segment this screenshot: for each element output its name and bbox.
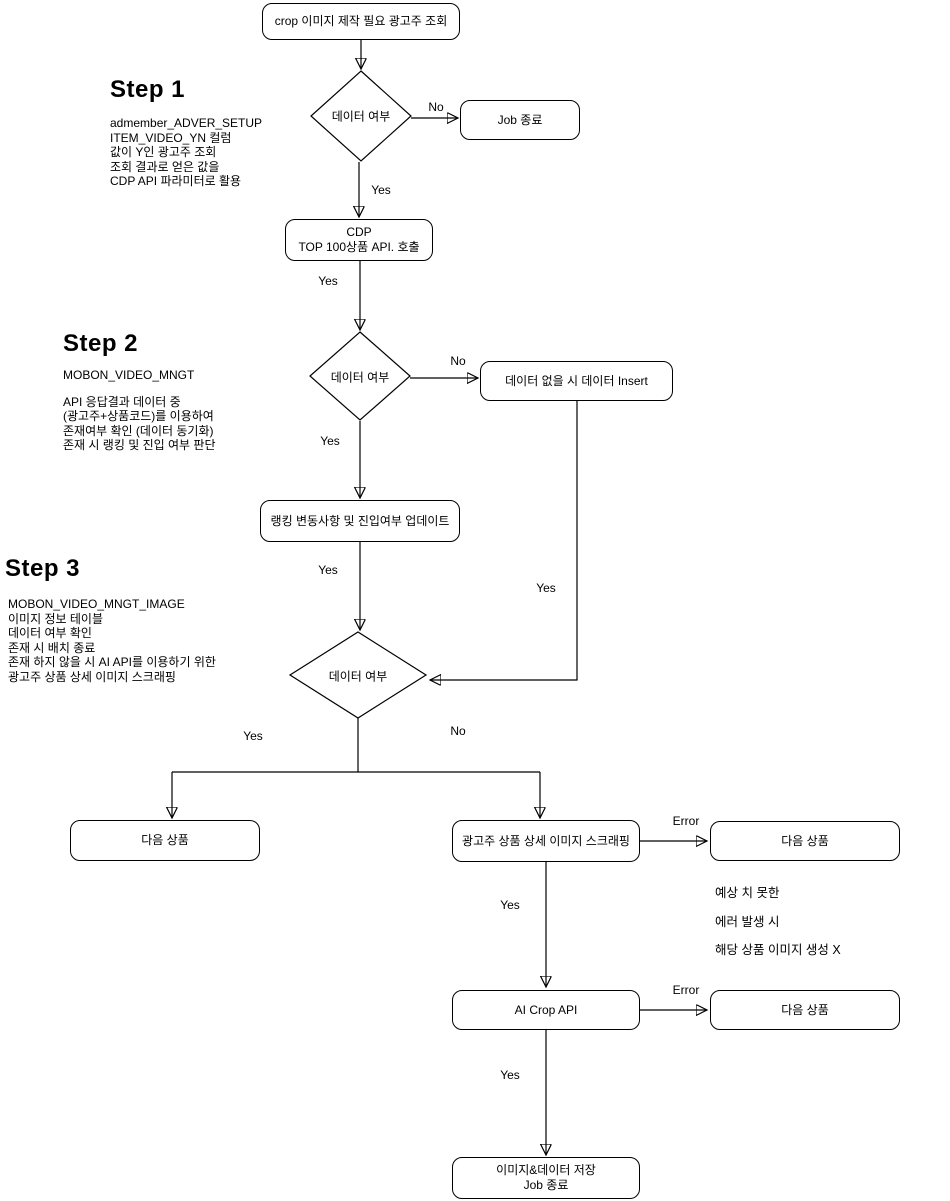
decision2-label: 데이터 여부 bbox=[330, 370, 390, 385]
step1-title: Step 1 bbox=[110, 76, 186, 103]
step1-line: 값이 Y인 광고주 조회 bbox=[110, 145, 217, 159]
decision3-label: 데이터 여부 bbox=[328, 669, 388, 684]
node-cdp-api-line1: CDP bbox=[346, 225, 372, 239]
decision1-diamond bbox=[310, 70, 412, 162]
node-data-insert: 데이터 없을 시 데이터 Insert bbox=[480, 361, 673, 401]
step2-line: 존재 시 랭킹 및 진입 여부 판단 bbox=[63, 438, 216, 452]
node-next-product-error2-label: 다음 상품 bbox=[781, 1002, 829, 1017]
step2-line: 존재여부 확인 (데이터 동기화) bbox=[63, 423, 214, 438]
step3-line: 광고주 상품 상세 이미지 스크래핑 bbox=[8, 669, 176, 684]
step2-line: MOBON_VIDEO_MNGT bbox=[63, 368, 195, 382]
edge-label-crop-yes: Yes bbox=[498, 1068, 522, 1082]
step2-line: API 응답결과 데이터 중 bbox=[63, 394, 181, 409]
step3-line: 존재 하지 않을 시 AI API를 이용하기 위한 bbox=[8, 655, 216, 669]
node-ranking-update: 랭킹 변동사항 및 진입여부 업데이트 bbox=[260, 500, 460, 542]
step1-line: admember_ADVER_SETUP bbox=[110, 116, 263, 130]
node-save-end-line2: Job 종료 bbox=[523, 1178, 569, 1192]
step3-title: Step 3 bbox=[5, 555, 81, 582]
node-ranking-update-label: 랭킹 변동사항 및 진입여부 업데이트 bbox=[270, 513, 450, 528]
node-save-end: 이미지&데이터 저장 Job 종료 bbox=[452, 1157, 640, 1199]
node-image-scraping: 광고주 상품 상세 이미지 스크래핑 bbox=[452, 820, 640, 862]
node-ai-crop-api-label: AI Crop API bbox=[514, 1002, 578, 1017]
node-next-product-left: 다음 상품 bbox=[70, 820, 260, 861]
error-note-line: 예상 치 못한 bbox=[715, 886, 780, 900]
edge-label-insert-yes: Yes bbox=[534, 581, 558, 595]
step3-description: MOBON_VIDEO_MNGT_IMAGE 이미지 정보 테이블 데이터 여부… bbox=[8, 597, 216, 684]
step1-line: ITEM_VIDEO_YN 컬럼 bbox=[110, 130, 232, 145]
edge-insert-to-decision3 bbox=[430, 401, 578, 680]
node-save-end-line1: 이미지&데이터 저장 bbox=[496, 1163, 596, 1177]
step2-line: (광고주+상품코드)를 이용하여 bbox=[63, 409, 214, 423]
node-next-product-error1: 다음 상품 bbox=[710, 821, 900, 861]
node-next-product-error2: 다음 상품 bbox=[710, 990, 900, 1030]
node-ai-crop-api: AI Crop API bbox=[452, 990, 640, 1030]
step2-description: MOBON_VIDEO_MNGT API 응답결과 데이터 중 (광고주+상품코… bbox=[63, 368, 216, 453]
edge-label-d1-no: No bbox=[426, 100, 446, 114]
node-next-product-left-label: 다음 상품 bbox=[141, 833, 189, 847]
decision3-diamond bbox=[288, 631, 428, 719]
step3-line: 데이터 여부 확인 bbox=[8, 626, 92, 640]
edge-label-d2-yes: Yes bbox=[318, 434, 342, 448]
node-job-end: Job 종료 bbox=[460, 100, 580, 140]
error-note: 예상 치 못한 에러 발생 시 해당 상품 이미지 생성 X bbox=[715, 879, 841, 965]
error-note-line: 해당 상품 이미지 생성 X bbox=[715, 943, 841, 957]
edge-label-d3-yes: Yes bbox=[241, 729, 265, 743]
step3-line: 존재 시 배치 종료 bbox=[8, 640, 96, 655]
node-data-insert-label: 데이터 없을 시 데이터 Insert bbox=[505, 373, 648, 388]
step3-line: 이미지 정보 테이블 bbox=[8, 611, 103, 626]
edge-label-d3-no: No bbox=[448, 724, 468, 738]
node-image-scraping-label: 광고주 상품 상세 이미지 스크래핑 bbox=[462, 833, 630, 848]
node-job-end-label: Job 종료 bbox=[497, 112, 543, 127]
edge-label-crop-error: Error bbox=[670, 983, 702, 997]
step3-line: MOBON_VIDEO_MNGT_IMAGE bbox=[8, 597, 185, 611]
node-next-product-error1-label: 다음 상품 bbox=[781, 833, 829, 848]
step2-title: Step 2 bbox=[63, 330, 139, 357]
node-start-label: crop 이미지 제작 필요 광고주 조회 bbox=[274, 14, 448, 28]
edge-label-scrape-error: Error bbox=[670, 814, 702, 828]
step1-line: CDP API 파라미터로 활용 bbox=[110, 174, 242, 188]
error-note-line: 에러 발생 시 bbox=[715, 914, 780, 929]
edge-label-cdp-yes: Yes bbox=[316, 274, 340, 288]
edge-label-ranking-yes: Yes bbox=[316, 563, 340, 577]
edge-label-d2-no: No bbox=[448, 354, 468, 368]
node-cdp-api: CDP TOP 100상품 API. 호출 bbox=[285, 219, 433, 261]
node-cdp-api-line2: TOP 100상품 API. 호출 bbox=[298, 240, 420, 254]
decision1-label: 데이터 여부 bbox=[331, 109, 391, 124]
decision2-diamond bbox=[309, 331, 411, 421]
edge-label-d1-yes: Yes bbox=[369, 183, 393, 197]
step1-description: admember_ADVER_SETUP ITEM_VIDEO_YN 컬럼 값이… bbox=[110, 116, 262, 189]
step1-line: 조회 결과로 얻은 값을 bbox=[110, 159, 220, 174]
edge-label-scrape-yes: Yes bbox=[498, 898, 522, 912]
node-start: crop 이미지 제작 필요 광고주 조회 bbox=[262, 3, 460, 40]
